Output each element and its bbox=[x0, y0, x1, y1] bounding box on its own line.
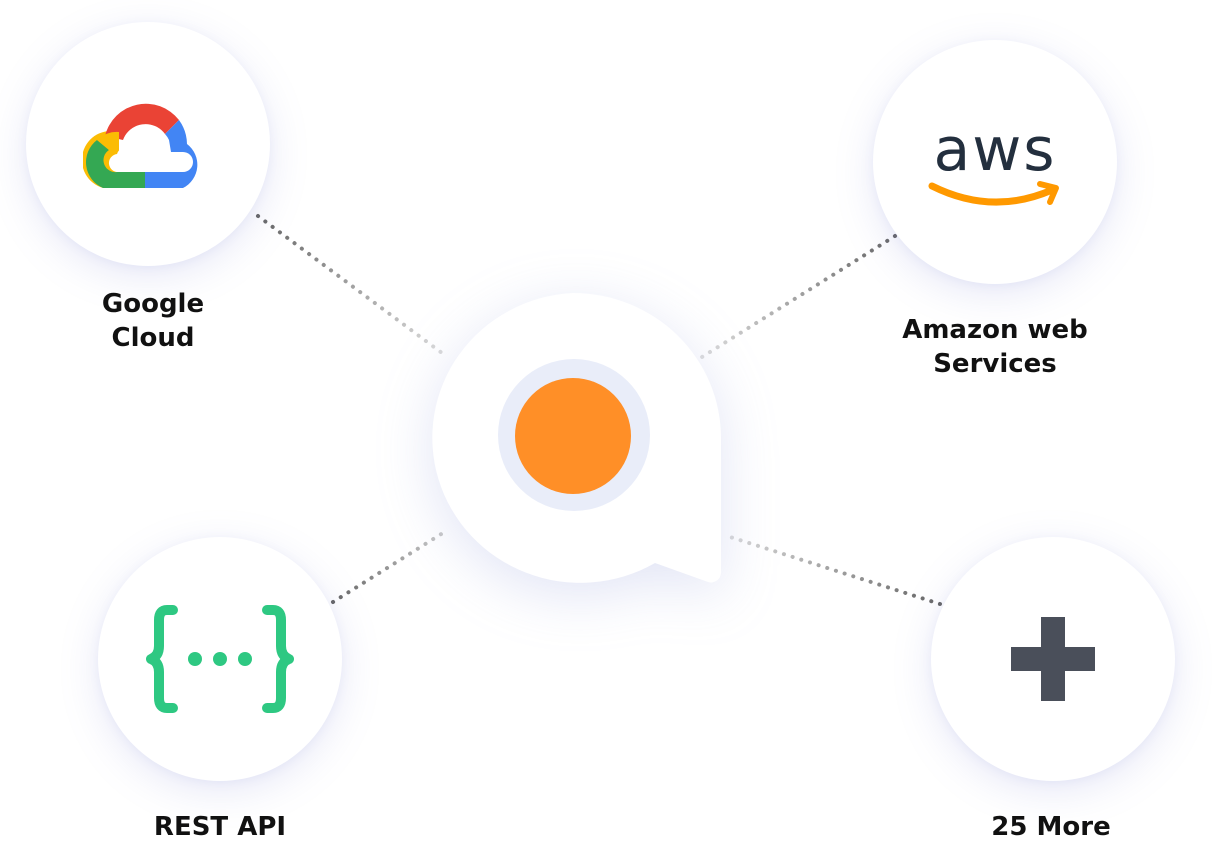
curly-braces-icon bbox=[146, 605, 294, 713]
rest-api-label: REST API bbox=[153, 812, 287, 842]
aws-label: Amazon web Services bbox=[902, 315, 1088, 379]
aws-node[interactable]: aws bbox=[873, 40, 1117, 284]
google-cloud-label: Google Cloud bbox=[101, 289, 205, 353]
connector-more bbox=[722, 533, 942, 606]
hub-orange-dot-icon bbox=[515, 378, 631, 494]
connector-rest bbox=[331, 529, 448, 604]
aws-logo-icon: aws bbox=[928, 115, 1059, 206]
rest-api-node[interactable] bbox=[98, 537, 342, 781]
google-cloud-logo-icon bbox=[83, 103, 198, 188]
aws-logo-text: aws bbox=[933, 115, 1056, 185]
connector-aws bbox=[700, 234, 897, 359]
more-integrations-node[interactable] bbox=[931, 537, 1175, 781]
google-cloud-node[interactable] bbox=[26, 22, 270, 266]
connector-google bbox=[256, 214, 448, 358]
more-integrations-label: 25 More bbox=[991, 812, 1111, 842]
hub-logo bbox=[425, 293, 721, 583]
plus-icon bbox=[1011, 617, 1095, 701]
